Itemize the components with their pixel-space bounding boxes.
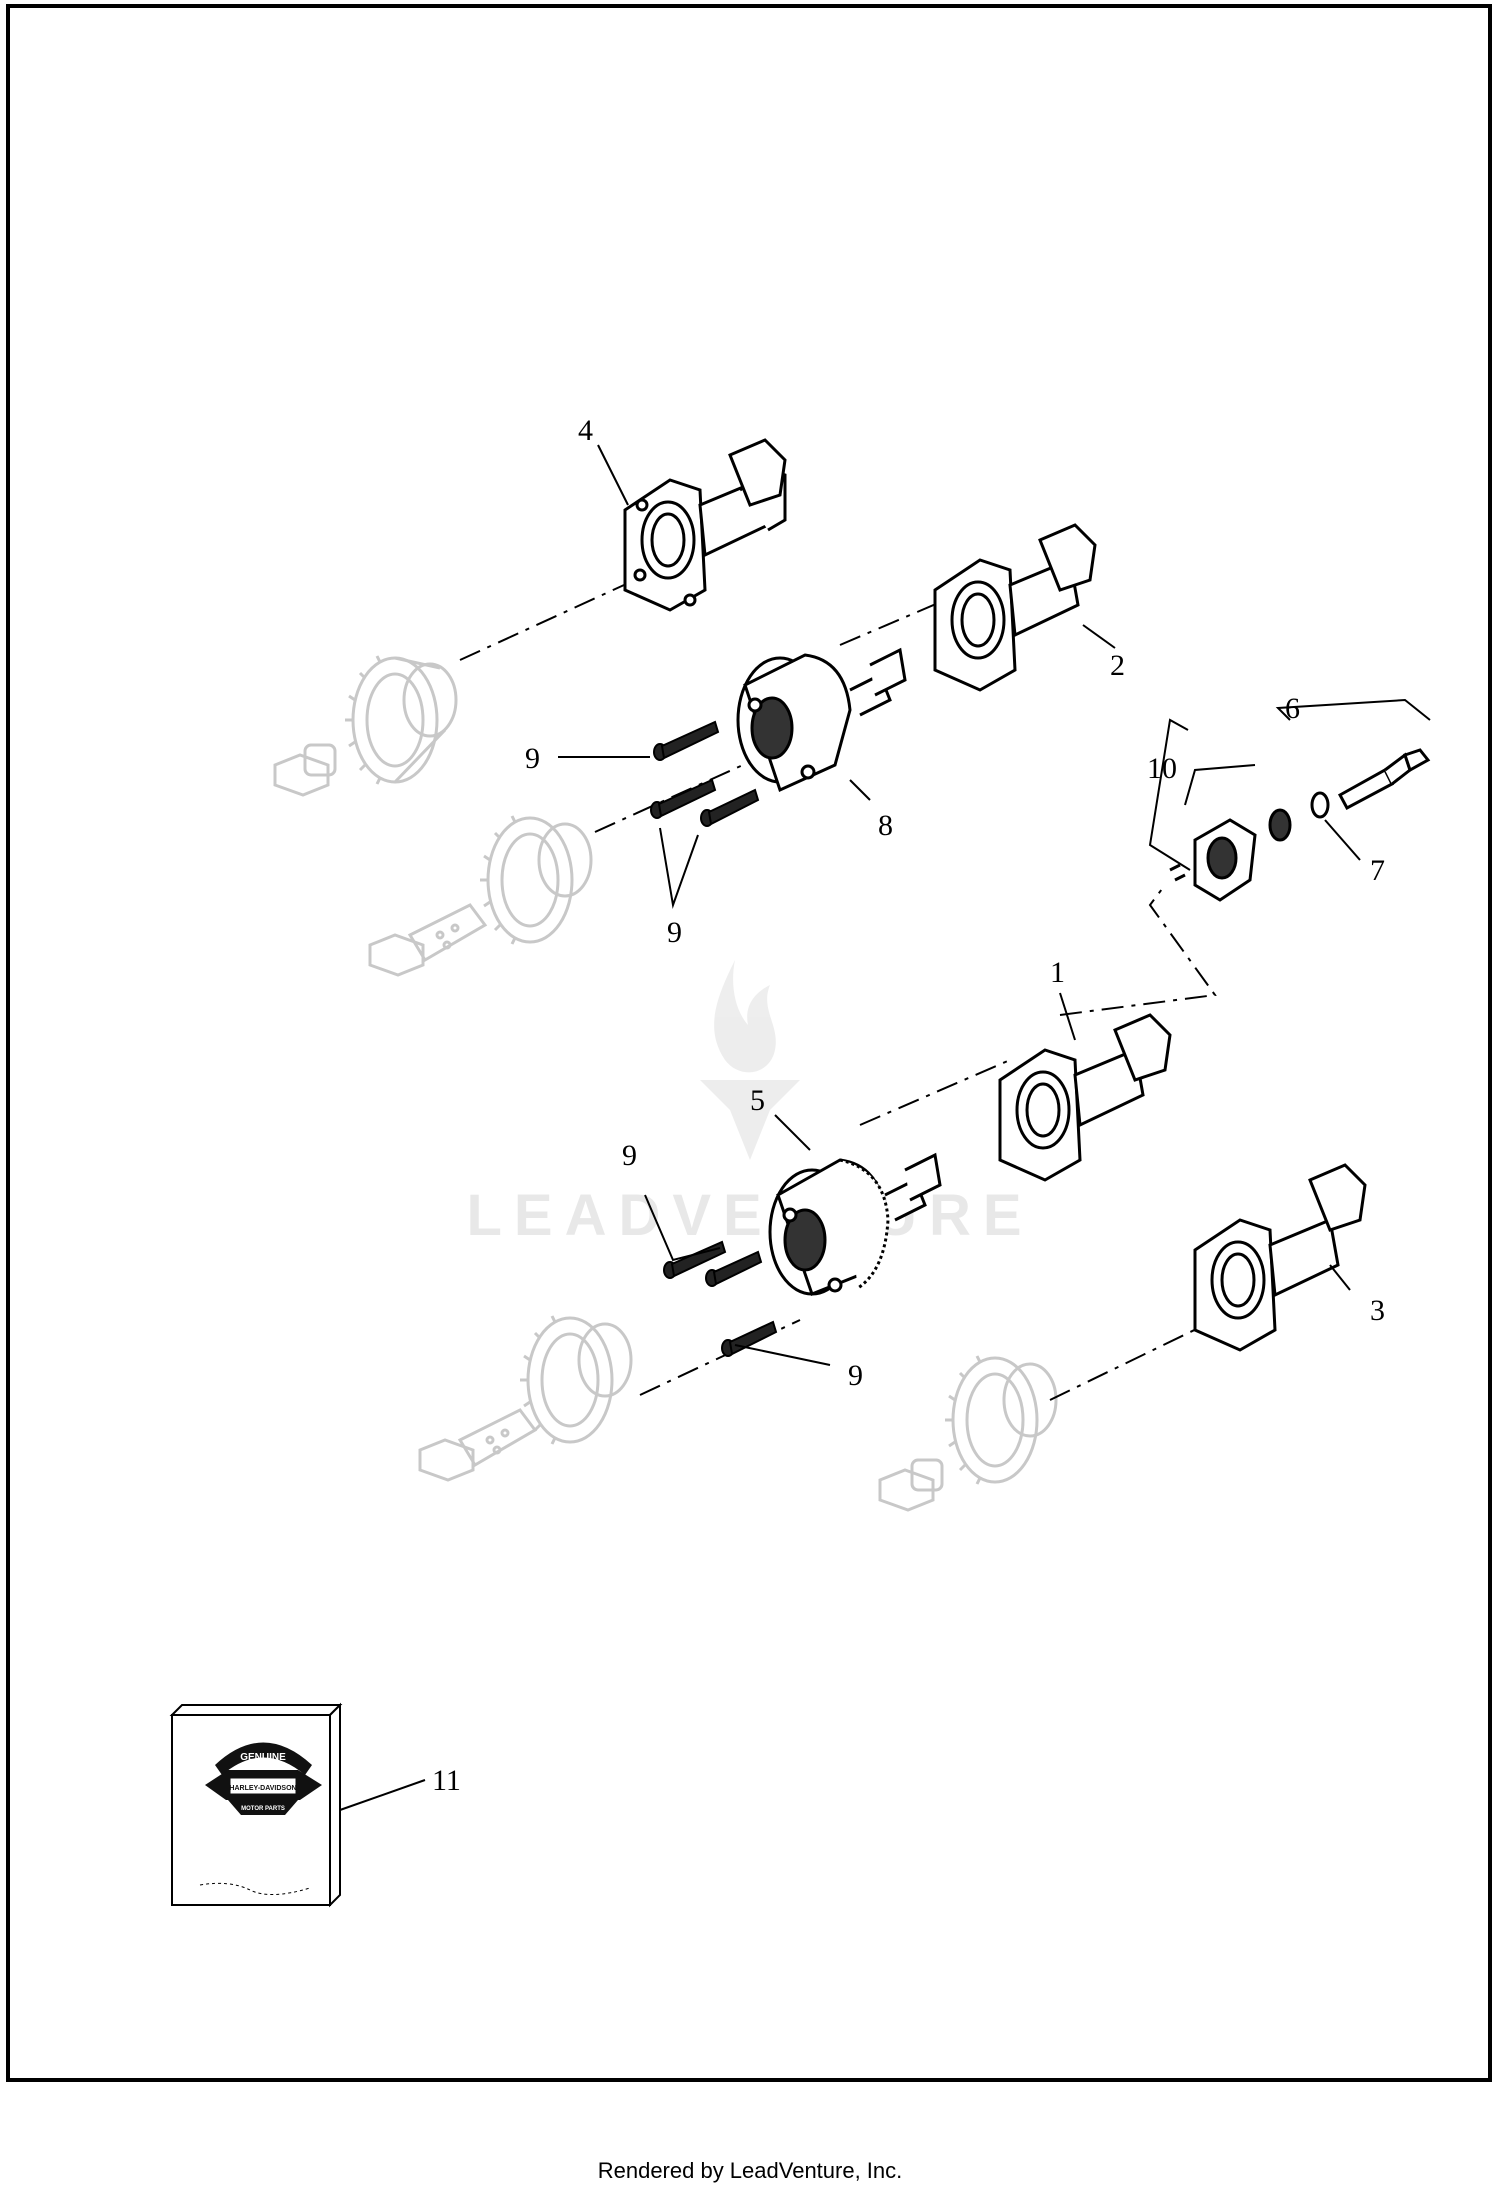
part-10-plate[interactable] bbox=[1169, 808, 1292, 902]
ghost-reference-parts bbox=[273, 655, 1058, 1512]
diagram-frame bbox=[6, 4, 1492, 2082]
ghost-bolt-upper bbox=[273, 743, 337, 797]
screw-upper-a[interactable] bbox=[653, 720, 720, 761]
part-5-cam-assembly[interactable] bbox=[768, 1152, 942, 1296]
callout-11: 11 bbox=[432, 1764, 461, 1797]
callout-5: 5 bbox=[750, 1084, 765, 1117]
part-9-screws-upper[interactable] bbox=[650, 720, 760, 827]
part-2-camshaft[interactable] bbox=[933, 523, 1097, 692]
footer-credit: Rendered by LeadVenture, Inc. bbox=[597, 2158, 903, 2183]
part-1-camshaft[interactable] bbox=[998, 1013, 1172, 1182]
callout-10: 10 bbox=[1147, 752, 1177, 785]
ghost-gear-lower-left bbox=[520, 1315, 633, 1445]
part-8-cam-assembly[interactable] bbox=[736, 647, 907, 793]
callout-9-a: 9 bbox=[525, 742, 540, 775]
callout-8: 8 bbox=[878, 809, 893, 842]
screw-upper-c[interactable] bbox=[700, 788, 760, 827]
part-3-camshaft[interactable] bbox=[1193, 1163, 1367, 1352]
leadventure-watermark: LEADVENTURE bbox=[466, 960, 1033, 1248]
ghost-filter-lower bbox=[418, 1408, 538, 1482]
ghost-gear-lower-right bbox=[945, 1355, 1058, 1485]
callout-9-c: 9 bbox=[622, 1139, 637, 1172]
callout-2: 2 bbox=[1110, 649, 1125, 682]
screw-lower-c[interactable] bbox=[721, 1320, 778, 1357]
part-7-o-ring[interactable] bbox=[1310, 791, 1330, 819]
manual-logo-middle: HARLEY-DAVIDSON bbox=[229, 1785, 296, 1792]
part-11-manual[interactable]: GENUINE HARLEY-DAVIDSON MOTOR PARTS bbox=[169, 1702, 343, 1908]
manual-logo: GENUINE HARLEY-DAVIDSON MOTOR PARTS bbox=[205, 1742, 322, 1815]
watermark-text: LEADVENTURE bbox=[466, 1183, 1033, 1248]
part-9-screws-lower[interactable] bbox=[663, 1240, 778, 1357]
callout-1: 1 bbox=[1050, 956, 1065, 989]
ghost-filter-upper bbox=[368, 903, 488, 977]
ghost-gear-middle bbox=[480, 815, 593, 945]
manual-logo-top: GENUINE bbox=[240, 1752, 286, 1763]
ghost-bolt-lower bbox=[878, 1458, 944, 1512]
callout-9-d: 9 bbox=[848, 1359, 863, 1392]
callout-labels: 1 2 3 4 5 6 7 8 9 9 9 9 10 11 bbox=[432, 414, 1385, 1797]
screw-upper-b[interactable] bbox=[650, 778, 717, 819]
part-6-fitting[interactable] bbox=[1337, 748, 1431, 811]
screw-lower-b[interactable] bbox=[705, 1250, 763, 1287]
part-4-camshaft[interactable] bbox=[623, 438, 787, 612]
leader-lines bbox=[339, 444, 1431, 1811]
manual-logo-bottom: MOTOR PARTS bbox=[241, 1806, 285, 1812]
callout-6: 6 bbox=[1285, 692, 1300, 725]
callout-7: 7 bbox=[1370, 854, 1385, 887]
callout-3: 3 bbox=[1370, 1294, 1385, 1327]
callout-4: 4 bbox=[578, 414, 593, 447]
ghost-gear-upper bbox=[345, 655, 458, 785]
callout-9-b: 9 bbox=[667, 916, 682, 949]
